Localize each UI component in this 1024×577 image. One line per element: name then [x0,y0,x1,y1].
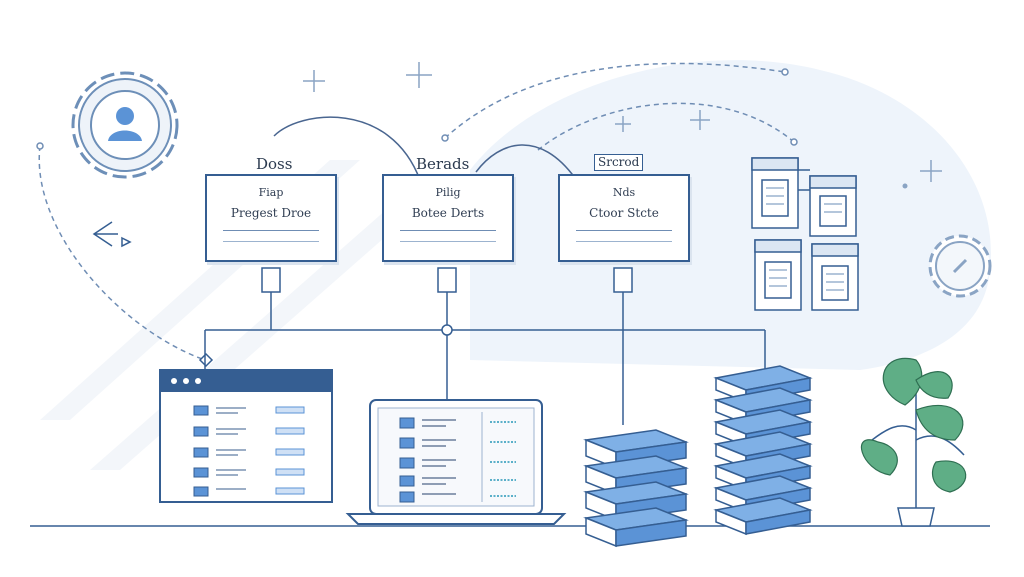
server-icon [583,429,689,548]
link-node [790,138,798,146]
hub-node [441,324,453,336]
board-title-left: Doss [256,155,293,173]
board-right-line2: Ctoor Stcte [589,206,659,220]
board-left-line1: Fiap [258,186,284,199]
board-right-rule [576,230,672,242]
user-gear-icon [71,71,179,179]
laptop-icon [345,399,567,525]
dashed-links [38,62,795,361]
bus-lines [204,292,766,425]
board-tag: Srcrod [594,154,644,171]
board-right-line1: Nds [612,186,636,199]
board-title-center: Berads [416,155,470,173]
board-left-line2: Pregest Droe [230,206,312,220]
plant-icon [861,357,967,527]
board-center: Pilig Botee Derts [382,174,514,262]
board-left-rule [223,230,319,242]
back-arrow-icon [92,221,132,248]
board-left: Fiap Pregest Droe [205,174,337,262]
diamond-node [198,352,214,368]
board-center-line2: Botee Derts [411,206,485,220]
browser-window-icon [159,369,333,503]
document-icon [751,157,859,311]
board-center-line1: Pilig [435,186,461,199]
link-node [441,134,449,142]
board-right: Nds Ctoor Stcte [558,174,690,262]
board-center-rule [400,230,496,242]
link-node [781,68,789,76]
dot [902,183,908,189]
link-node [36,142,44,150]
background-blob [470,60,991,370]
board-arcs [273,116,576,181]
sparkle-icon [303,62,942,182]
gear-icon [928,234,992,298]
doc-links [798,169,810,191]
server-icon [713,365,813,536]
